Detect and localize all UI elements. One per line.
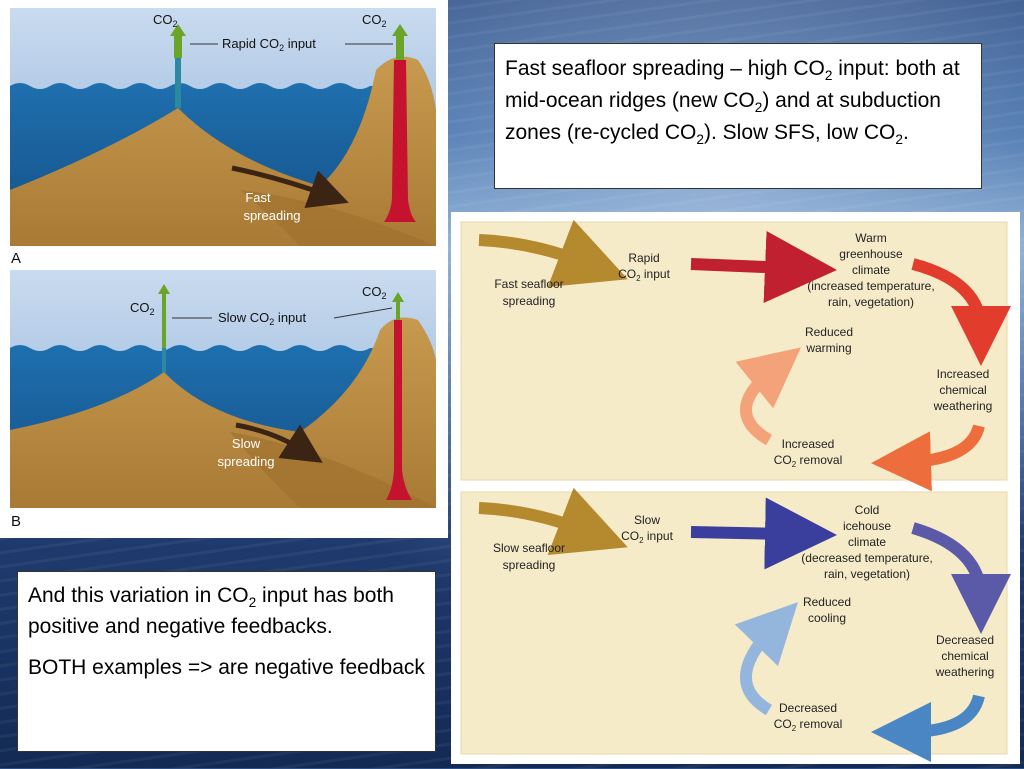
- panel-a-co2-arrowhead-left: [170, 24, 186, 36]
- bottom-paragraph-1: And this variation in CO2 input has both…: [28, 580, 425, 642]
- slow-input-label-1: Slow: [634, 513, 660, 527]
- top-text-sub-4: 2: [895, 132, 903, 148]
- top-text-sub-2: 2: [754, 100, 763, 116]
- slow-removal-label-2: CO2 removal: [774, 717, 842, 733]
- bottom-p1-pre: And this variation in CO: [28, 584, 249, 607]
- panel-b-co2-arrowhead-right: [392, 292, 404, 302]
- panel-b-ridge-conduit: [162, 348, 166, 372]
- fast-reduced-label-1: Reduced: [805, 325, 853, 339]
- slow-weathering-label-3: weathering: [935, 665, 995, 679]
- top-text-sub-3: 2: [696, 132, 704, 148]
- slow-start-label-1: Slow seafloor: [493, 541, 565, 555]
- panel-b-co2-arrow-left: [162, 292, 166, 348]
- fast-input-label-2: CO2 input: [618, 267, 670, 283]
- slow-climate-label-5: rain, vegetation): [824, 567, 910, 581]
- fast-start-label-2: spreading: [503, 294, 556, 308]
- seafloor-spreading-figure: CO2 CO2 Rapid CO2 input Fast spreading A…: [0, 0, 448, 538]
- slow-climate-arrow: [911, 522, 1011, 634]
- panel-a-spreading-arrow: [231, 165, 349, 209]
- panel-b: CO2 CO2 Slow CO2 input Slow spreading B: [10, 270, 436, 530]
- slow-start-label-2: spreading: [503, 558, 556, 572]
- slow-reduced-label-1: Reduced: [803, 595, 851, 609]
- panel-a-co2-arrowhead-right: [392, 24, 408, 36]
- panel-b-co2-arrow-right: [396, 300, 400, 320]
- panel-b-input-label: Slow CO2 input: [218, 310, 307, 327]
- fast-weathering-label-3: weathering: [933, 399, 993, 413]
- top-text-4: ). Slow SFS, low CO: [703, 121, 896, 144]
- fast-climate-label-1: Warm: [855, 231, 887, 245]
- slow-climate-label-4: (decreased temperature,: [801, 551, 932, 565]
- panel-a-spreading-label-2: spreading: [243, 208, 300, 223]
- slow-weathering-label-2: chemical: [941, 649, 988, 663]
- fast-removal-label-1: Increased: [782, 437, 835, 451]
- panel-b-co2-left-label: CO2: [130, 300, 155, 317]
- slow-climate-label-2: icehouse: [843, 519, 891, 533]
- bottom-paragraph-2: BOTH examples => are negative feedback: [28, 656, 425, 679]
- slow-input-arrow: [690, 497, 837, 570]
- panel-a-input-label: Rapid CO2 input: [222, 36, 316, 53]
- fast-climate-label-4: (increased temperature,: [807, 279, 934, 293]
- panel-a-letter: A: [11, 250, 21, 267]
- top-text-3: ) and at subduction zones (re-cycled CO: [505, 89, 941, 144]
- fast-climate-label-2: greenhouse: [839, 247, 903, 261]
- top-text-sub-1: 2: [824, 68, 833, 84]
- panel-a-co2-arrow-left: [174, 34, 182, 58]
- fast-start-arrow: [478, 219, 628, 287]
- top-text-2: input: both at mid-ocean ridges (new CO: [505, 57, 960, 112]
- fast-input-arrow: [690, 231, 837, 303]
- top-text-1: Fast seafloor spreading – high CO: [505, 57, 825, 80]
- panel-b-spreading-arrow: [235, 422, 323, 463]
- top-explanation-textbox: Fast seafloor spreading – high CO2 input…: [494, 43, 982, 189]
- fast-weathering-arrow: [871, 424, 985, 492]
- panel-b-co2-arrowhead-left: [158, 284, 170, 294]
- panel-b-spreading-label-1: Slow: [232, 436, 261, 451]
- seafloor-spreading-diagram: CO2 CO2 Rapid CO2 input Fast spreading A…: [10, 8, 436, 530]
- slow-feedback-panel: Slow seafloor spreading Slow CO2 input C…: [460, 487, 1011, 762]
- bottom-explanation-textbox: And this variation in CO2 input has both…: [17, 571, 436, 752]
- bottom-p1-sub: 2: [248, 595, 257, 611]
- bottom-p1-post: input has both positive and negative fee…: [28, 584, 394, 638]
- panel-b-spreading-label-2: spreading: [217, 454, 274, 469]
- fast-climate-label-3: climate: [852, 263, 890, 277]
- fast-input-label-1: Rapid: [628, 251, 659, 265]
- slow-input-label-2: CO2 input: [621, 529, 673, 545]
- feedback-flow-diagram: Fast seafloor spreading Rapid CO2 input …: [460, 219, 1011, 762]
- panel-a-magma-conduit: [384, 60, 416, 222]
- slow-climate-label-1: Cold: [855, 503, 880, 517]
- fast-start-label-1: Fast seafloor: [494, 277, 563, 291]
- panel-a-co2-arrow-right: [396, 34, 404, 60]
- feedback-flow-figure: Fast seafloor spreading Rapid CO2 input …: [451, 212, 1020, 764]
- fast-reduced-label-2: warming: [805, 341, 851, 355]
- fast-removal-label-2: CO2 removal: [774, 453, 842, 469]
- fast-weathering-label-1: Increased: [937, 367, 990, 381]
- fast-climate-label-5: rain, vegetation): [828, 295, 914, 309]
- fast-weathering-label-2: chemical: [939, 383, 986, 397]
- panel-a-subducting-plate: [240, 190, 436, 246]
- panel-a-co2-right-label: CO2: [362, 12, 387, 29]
- slow-removal-arrow: [734, 602, 798, 716]
- panel-b-letter: B: [11, 513, 21, 530]
- slow-start-arrow: [478, 487, 628, 555]
- slow-climate-label-3: climate: [848, 535, 886, 549]
- fast-feedback-panel: Fast seafloor spreading Rapid CO2 input …: [460, 219, 1011, 492]
- panel-a-co2-left-label: CO2: [153, 12, 178, 29]
- slow-weathering-arrow: [871, 694, 985, 762]
- slow-removal-label-1: Decreased: [779, 701, 837, 715]
- panel-a-spreading-label-1: Fast: [245, 190, 271, 205]
- slow-weathering-label-1: Decreased: [936, 633, 994, 647]
- top-text-5: .: [902, 121, 909, 144]
- panel-b-magma-conduit: [386, 320, 412, 500]
- fast-removal-arrow: [735, 347, 801, 446]
- fast-climate-arrow: [911, 258, 1011, 366]
- panel-b-leader-right: [333, 307, 393, 319]
- panel-a: CO2 CO2 Rapid CO2 input Fast spreading A: [10, 8, 436, 267]
- panel-b-co2-right-label: CO2: [362, 284, 387, 301]
- panel-a-ridge-conduit: [175, 56, 181, 108]
- slow-reduced-label-2: cooling: [808, 611, 846, 625]
